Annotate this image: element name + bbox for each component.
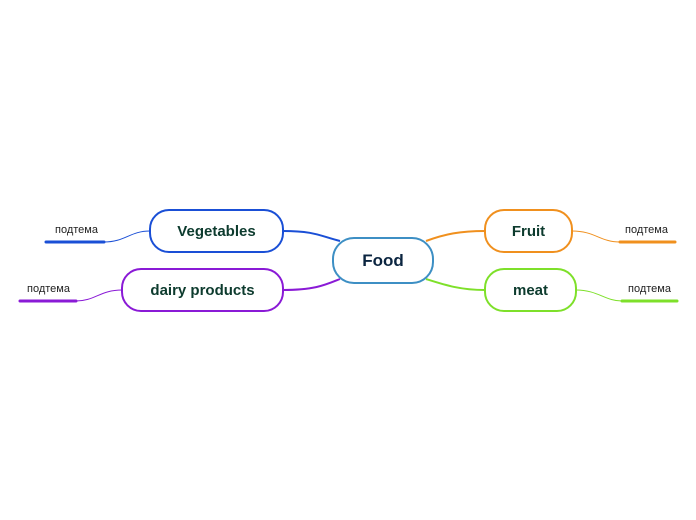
central-topic-label: Food: [362, 250, 404, 270]
topic-node-meat[interactable]: meat: [484, 268, 577, 312]
connector-fruit: [425, 230, 486, 242]
connector-vegetables: [282, 230, 341, 242]
subtopic-vegetables[interactable]: подтема: [55, 224, 98, 236]
connector-meat: [425, 278, 486, 291]
subtopic-meat[interactable]: подтема: [628, 283, 671, 295]
subconnector-fruit: [571, 230, 621, 243]
topic-label-meat: meat: [512, 281, 549, 299]
subconnector-meat: [575, 289, 623, 302]
subtopic-dairy-products[interactable]: подтема: [27, 283, 70, 295]
central-topic-node[interactable]: Food: [332, 237, 434, 284]
topic-label-fruit: Fruit: [511, 222, 546, 240]
subconnector-dairy: [75, 289, 123, 302]
subtopic-fruit[interactable]: подтема: [625, 224, 668, 236]
topic-label-vegetables: Vegetables: [177, 222, 256, 240]
topic-node-vegetables[interactable]: Vegetables: [149, 209, 284, 253]
connector-dairy: [282, 278, 341, 291]
subconnector-vegetables: [103, 230, 151, 243]
topic-node-fruit[interactable]: Fruit: [484, 209, 573, 253]
topic-label-dairy-products: dairy products: [150, 281, 255, 299]
topic-node-dairy-products[interactable]: dairy products: [121, 268, 284, 312]
